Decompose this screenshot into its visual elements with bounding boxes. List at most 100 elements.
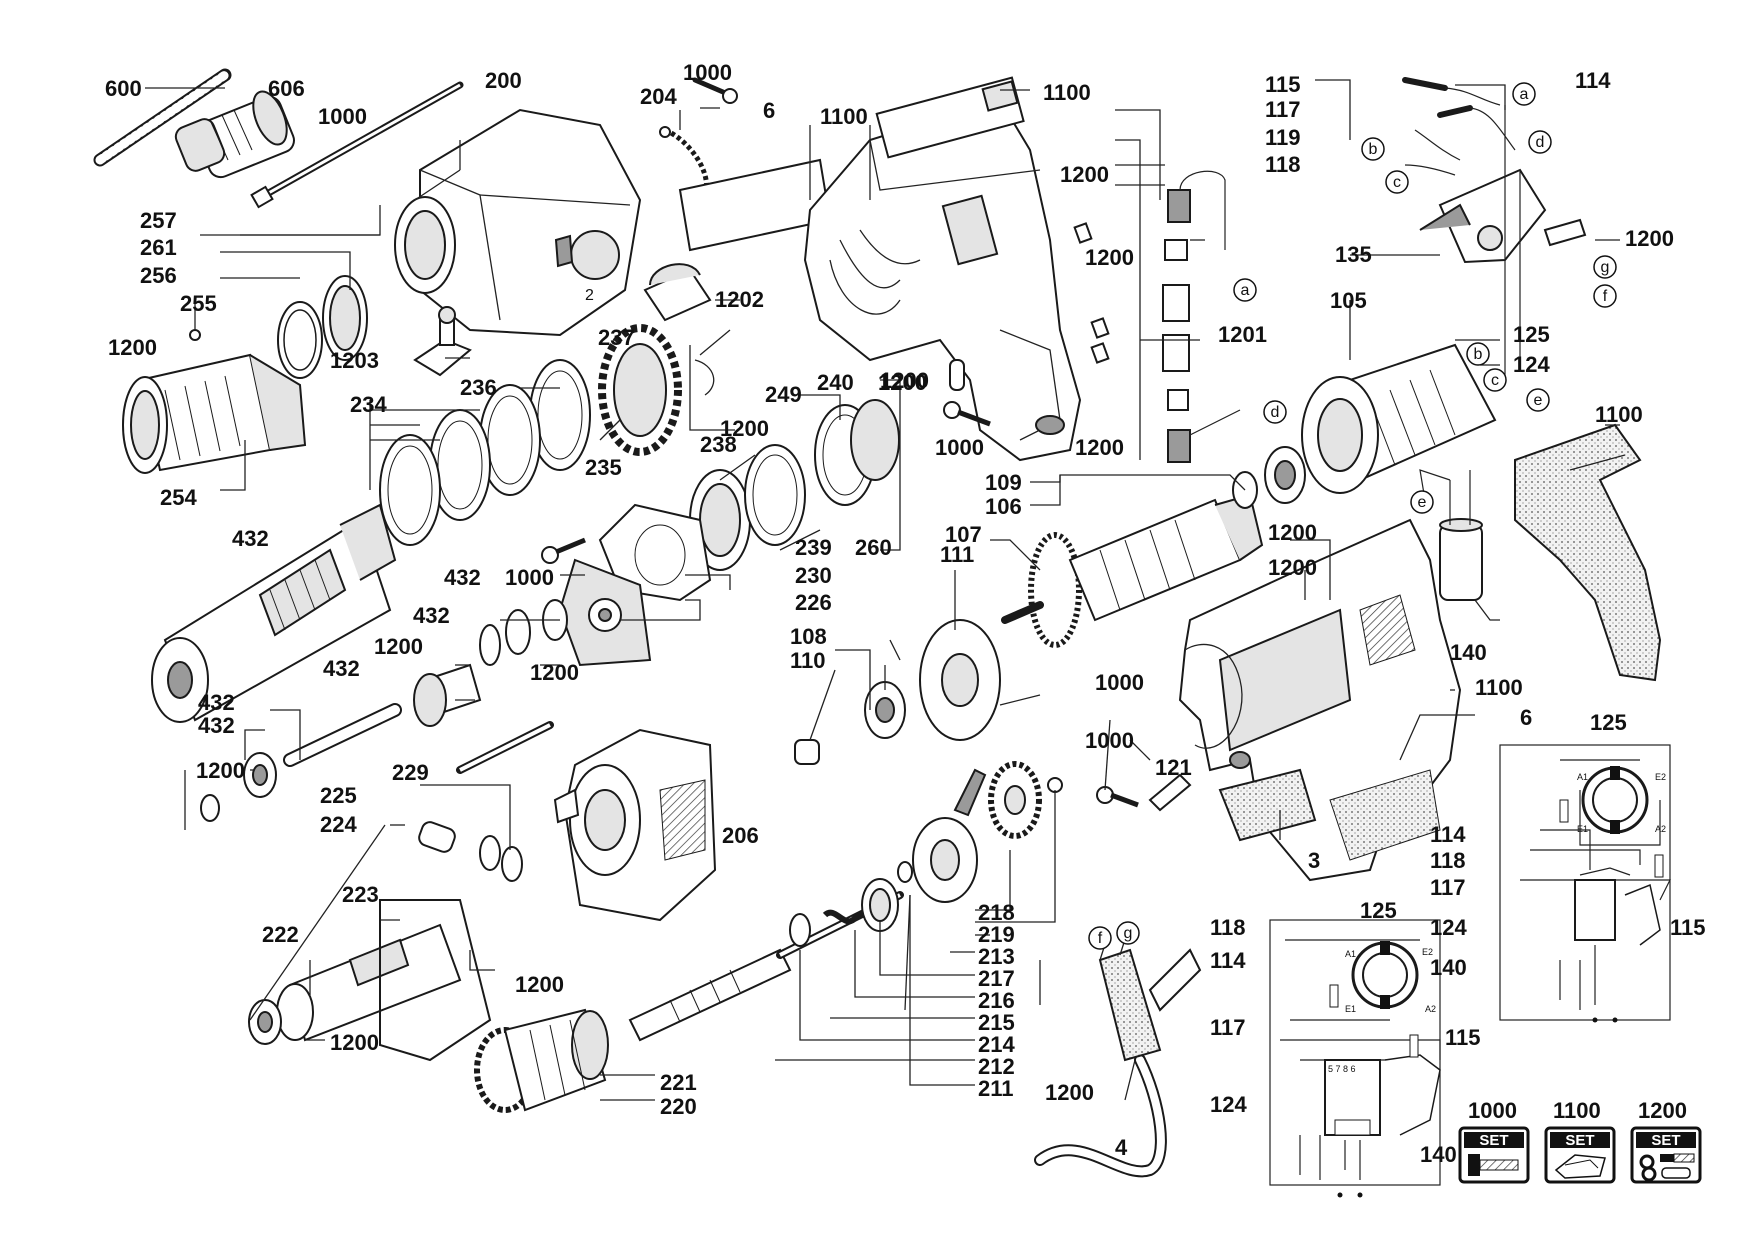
callout: 1200 (1060, 162, 1109, 187)
part-600-cord-guard (93, 68, 232, 167)
callout: 114 (1575, 68, 1611, 93)
part-1200-pins (949, 222, 1110, 391)
callout: 125 (1360, 898, 1397, 923)
part-1100-motor-housing (803, 76, 1082, 462)
callout: 4 (1115, 1135, 1128, 1160)
part-1100-main-housing (1178, 518, 1462, 882)
callout: 115 (1265, 72, 1301, 97)
kit-set-1100: SET (1544, 1126, 1616, 1184)
callout: 216 (978, 988, 1015, 1013)
part-135-switch (1419, 168, 1587, 264)
callout: 1100 (820, 104, 868, 129)
callout: 109 (985, 470, 1022, 495)
part-206-flange (553, 728, 717, 922)
callout: 204 (640, 84, 677, 109)
callout: 256 (140, 263, 177, 288)
callout: 117 (1265, 97, 1301, 122)
callout: 1200 (720, 416, 769, 441)
schematic-top-e2: E2 (1655, 772, 1666, 782)
callout: 114 (1430, 822, 1466, 847)
wire-marker-f: f (1603, 288, 1608, 305)
schematic-top-a1: A1 (1577, 772, 1588, 782)
callout: 105 (1330, 288, 1367, 313)
part-200-gear-housing: 2 (394, 108, 642, 337)
part-1202-knob (643, 263, 712, 322)
kit-1200-badge: SET (1651, 1132, 1680, 1149)
callout: 221 (660, 1070, 697, 1095)
callout: 432 (413, 603, 450, 628)
callout: 1200 (530, 660, 579, 685)
callout: 230 (795, 563, 832, 588)
callout: 606 (268, 76, 305, 101)
housing-mark-2: 2 (585, 287, 594, 304)
wire-marker-c2: c (1491, 372, 1499, 389)
callout: 238 (700, 432, 737, 457)
screw-icon (1468, 1154, 1519, 1176)
callout: 1100 (1595, 402, 1643, 427)
kit-1000-number: 1000 (1468, 1098, 1517, 1123)
callout: 222 (262, 922, 299, 947)
wire-marker-c: c (1393, 174, 1401, 191)
callout: 117 (1430, 875, 1466, 900)
callout: 118 (1210, 915, 1246, 940)
callout: 1100 (1475, 675, 1523, 700)
callout: 124 (1430, 915, 1467, 940)
callout: 107 (945, 522, 982, 547)
kit-set-1200: SET (1630, 1126, 1702, 1184)
callout: 212 (978, 1054, 1015, 1079)
callout: 1000 (1085, 728, 1134, 753)
callout: 115 (1670, 915, 1706, 940)
callout: 114 (1210, 948, 1246, 973)
part-432-piston (413, 599, 568, 774)
callout: 110 (790, 648, 826, 673)
part-117-brushes (1162, 170, 1241, 463)
callout: 140 (1420, 1142, 1457, 1167)
wire-letter-markers: a a b c d g f b c e d e f g (1088, 82, 1617, 950)
part-109-bearings (1232, 446, 1306, 509)
callout: 1000 (505, 565, 554, 590)
callout: 1200 (1625, 226, 1674, 251)
part-230-plate (558, 503, 712, 667)
wire-marker-e2: e (1418, 494, 1427, 511)
callout: 124 (1210, 1092, 1247, 1117)
callout: 115 (1445, 1025, 1481, 1050)
parts-drawings: 2 (93, 68, 1662, 1178)
callout: 140 (1450, 640, 1487, 665)
callout: 1000 (1095, 670, 1144, 695)
callout: 236 (460, 375, 497, 400)
callout: 1200 (878, 370, 927, 395)
callout: 111 (940, 542, 974, 567)
callout: 214 (978, 1032, 1015, 1057)
callout: 108 (790, 624, 827, 649)
part-1000-screw-2 (541, 537, 586, 564)
callout: 106 (985, 494, 1022, 519)
callout: 1200 (880, 368, 929, 393)
wire-marker-d2: d (1271, 404, 1280, 421)
wire-marker-a2: a (1241, 282, 1250, 299)
callout: 223 (342, 882, 379, 907)
wire-marker-g2: g (1124, 925, 1133, 942)
part-212-springs (789, 861, 913, 947)
part-204-circlip (659, 77, 738, 207)
part-1100-handle (1514, 423, 1662, 682)
part-220-gearshaft (474, 1008, 609, 1113)
schematic-bottom-e2: E2 (1422, 947, 1433, 957)
kit-1100-number: 1100 (1553, 1098, 1601, 1123)
part-111-fan (794, 619, 1001, 765)
part-236-gear (598, 324, 715, 456)
callout: 1000 (318, 104, 367, 129)
part-front-sleeves (122, 275, 368, 474)
callout: 1203 (330, 348, 379, 373)
callout: 260 (855, 535, 892, 560)
callout: 218 (978, 900, 1015, 925)
callout: 255 (180, 291, 217, 316)
callout: 254 (160, 485, 197, 510)
callout: 1200 (196, 758, 245, 783)
part-432-rod (200, 703, 402, 822)
part-224-bushing (418, 821, 523, 882)
part-606-adapter (174, 90, 295, 179)
callout: 249 (765, 382, 802, 407)
part-1000-long-bolt (250, 81, 464, 209)
callout: 206 (722, 823, 759, 848)
small-parts-icon (1639, 1153, 1695, 1182)
